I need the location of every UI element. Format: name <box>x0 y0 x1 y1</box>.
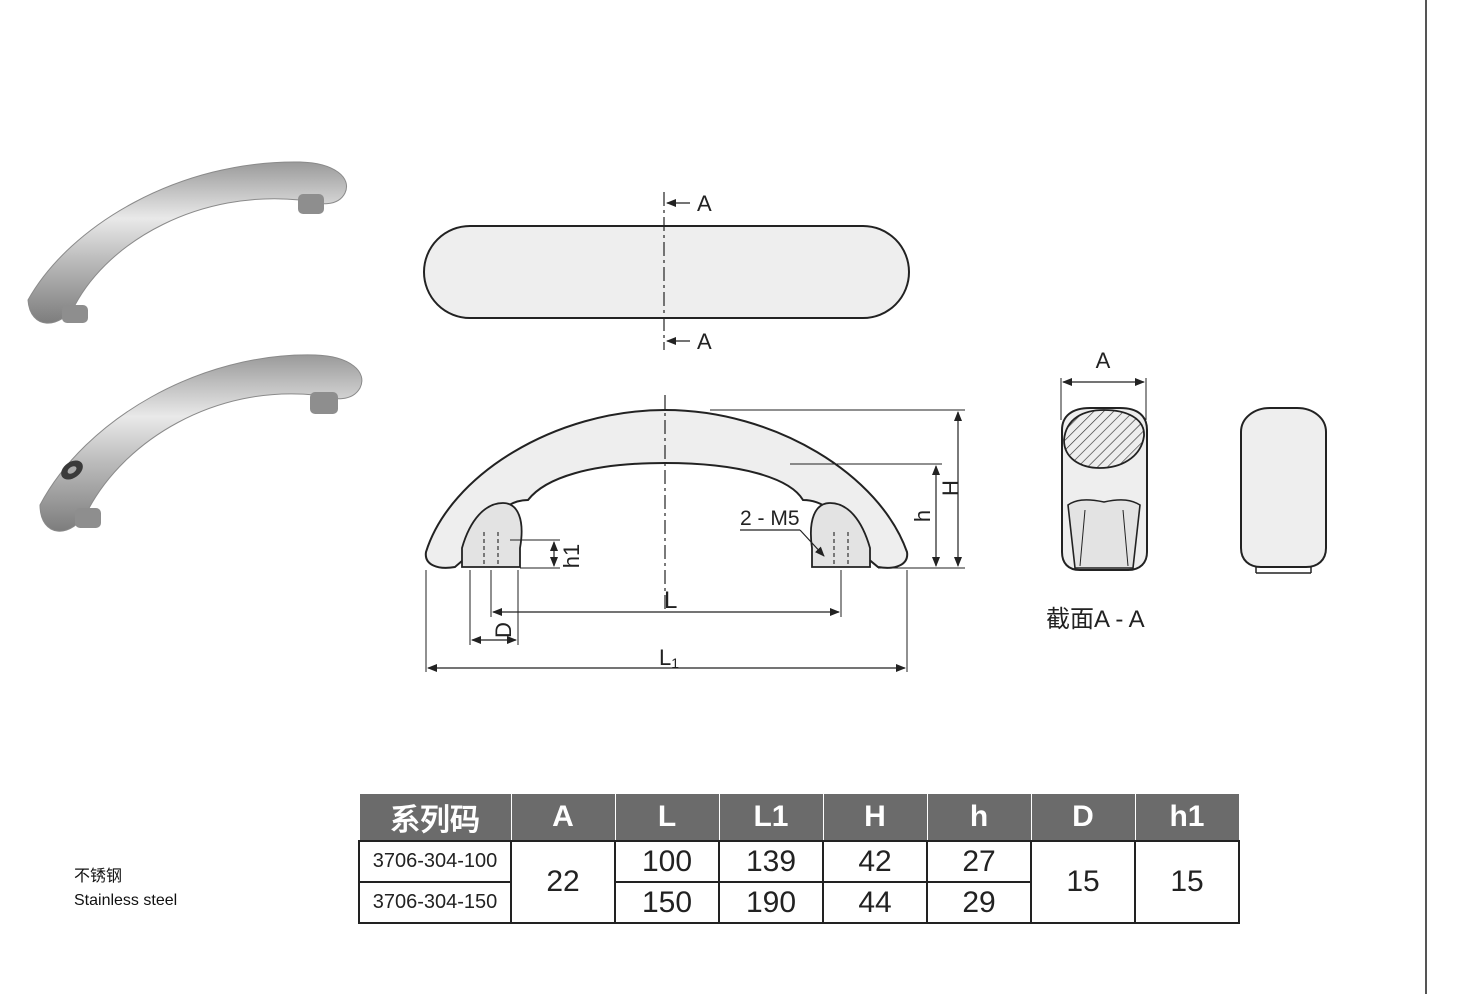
section-view: A 截面A - A <box>1046 348 1148 633</box>
material-en: Stainless steel <box>74 892 178 909</box>
value-L1-cell: 139 <box>718 840 824 883</box>
material-cn: 不锈钢 <box>74 868 123 885</box>
side-view <box>1240 407 1327 574</box>
dim-h-label: h <box>910 510 935 522</box>
series-code-cell: 3706-304-150 <box>358 881 512 924</box>
section-title: 截面A - A <box>1046 606 1145 633</box>
table-header-row: 系列码 A L L1 H h D h1 <box>358 793 1240 842</box>
section-mark-bottom: A <box>697 329 712 354</box>
handle-photo-with-hole-icon <box>39 354 363 532</box>
section-width-label: A <box>1096 348 1111 373</box>
header-h1: h1 <box>1134 793 1240 842</box>
value-H-cell: 42 <box>822 840 928 883</box>
value-H-cell: 44 <box>822 881 928 924</box>
dim-L-label: L <box>664 587 677 614</box>
table-row: 3706-304-100 22 100 139 42 27 15 15 <box>358 840 1240 924</box>
thread-callout: 2 - M5 <box>740 507 800 530</box>
value-L1-cell: 190 <box>718 881 824 924</box>
value-L-cell: 150 <box>614 881 720 924</box>
dim-h1-label: h1 <box>559 544 584 568</box>
top-view: A A <box>423 191 910 354</box>
header-A: A <box>510 793 616 842</box>
header-D: D <box>1030 793 1136 842</box>
header-h: h <box>926 793 1032 842</box>
header-L: L <box>614 793 720 842</box>
table-row: 3706-304-150 150 190 44 29 <box>358 881 1239 924</box>
dim-D-label: D <box>491 622 516 638</box>
handle-photo-icon <box>27 161 347 324</box>
value-h1-cell: 15 <box>1134 840 1240 924</box>
header-L1: L1 <box>718 793 824 842</box>
value-A-cell: 22 <box>510 840 616 924</box>
value-L-cell: 100 <box>614 840 720 883</box>
section-mark-top: A <box>697 191 712 216</box>
value-D-cell: 15 <box>1030 840 1136 924</box>
series-code-cell: 3706-304-100 <box>358 840 512 883</box>
spec-table: 系列码 A L L1 H h D h1 3706-304-100 22 100 … <box>358 793 1240 924</box>
page-border-rule <box>1425 0 1427 994</box>
header-series-code: 系列码 <box>358 793 512 842</box>
value-h-cell: 27 <box>926 840 1032 883</box>
value-h-cell: 29 <box>926 881 1032 924</box>
header-H: H <box>822 793 928 842</box>
dim-H-label: H <box>938 480 963 496</box>
dim-L1-label: L1 <box>659 645 679 671</box>
front-view: H h h1 L L1 D 2 - M5 <box>424 395 965 672</box>
